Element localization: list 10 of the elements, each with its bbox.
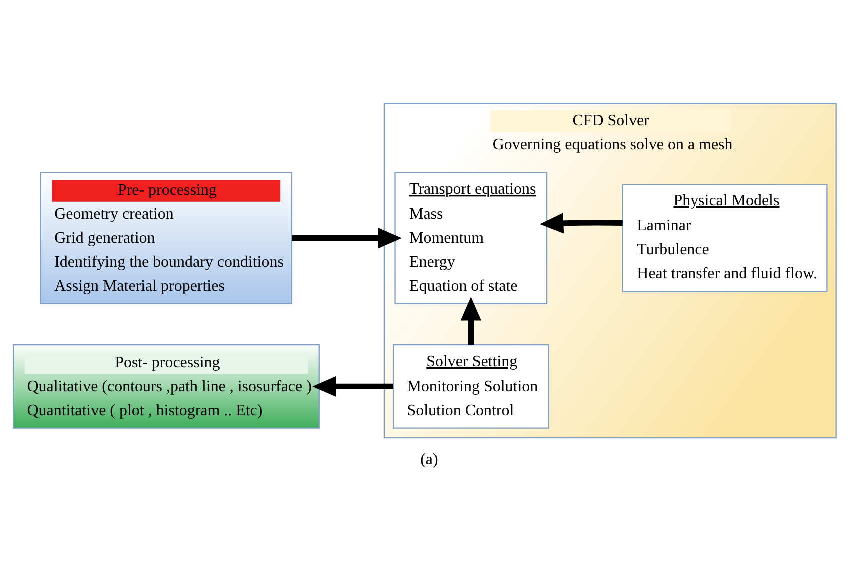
arrow <box>292 228 402 248</box>
caption: (a) <box>420 451 438 468</box>
arrow <box>460 296 482 344</box>
node-box: Pre- processing Geometry creation Grid generation Identifying the boundary conditions Assign Material properties <box>40 172 293 304</box>
arrow <box>540 212 623 234</box>
arrow <box>312 376 394 397</box>
node-box: Post- processing Qualitative (contours ,path line , isosurface ) Quantitative ( plot , histogram .. Etc) <box>12 344 320 428</box>
node-box: Physical Models Laminar Turbulence Heat transfer and fluid flow. <box>622 184 828 292</box>
node-box: Transport equations Mass Momentum Energy Equation of state <box>394 172 548 304</box>
node-box: Solver Setting Monitoring Solution Solution Control <box>392 344 550 428</box>
